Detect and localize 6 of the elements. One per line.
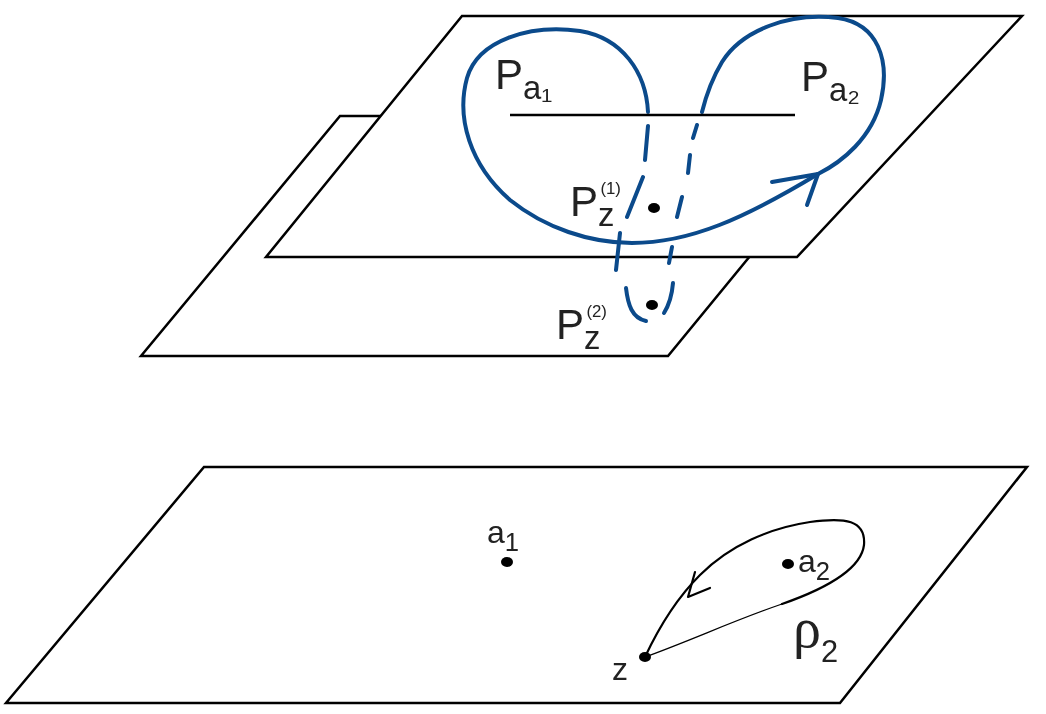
point-label: P$_{a₁}$ <box>494 50 554 108</box>
point-label: a$_{1}$ <box>486 514 521 554</box>
point-label: z <box>611 651 629 689</box>
point-label: P$_{a₂}$ <box>800 52 861 110</box>
curve-label: ρ$_{2}$ <box>792 598 840 672</box>
point-label: a$_{2}$ <box>797 543 832 583</box>
